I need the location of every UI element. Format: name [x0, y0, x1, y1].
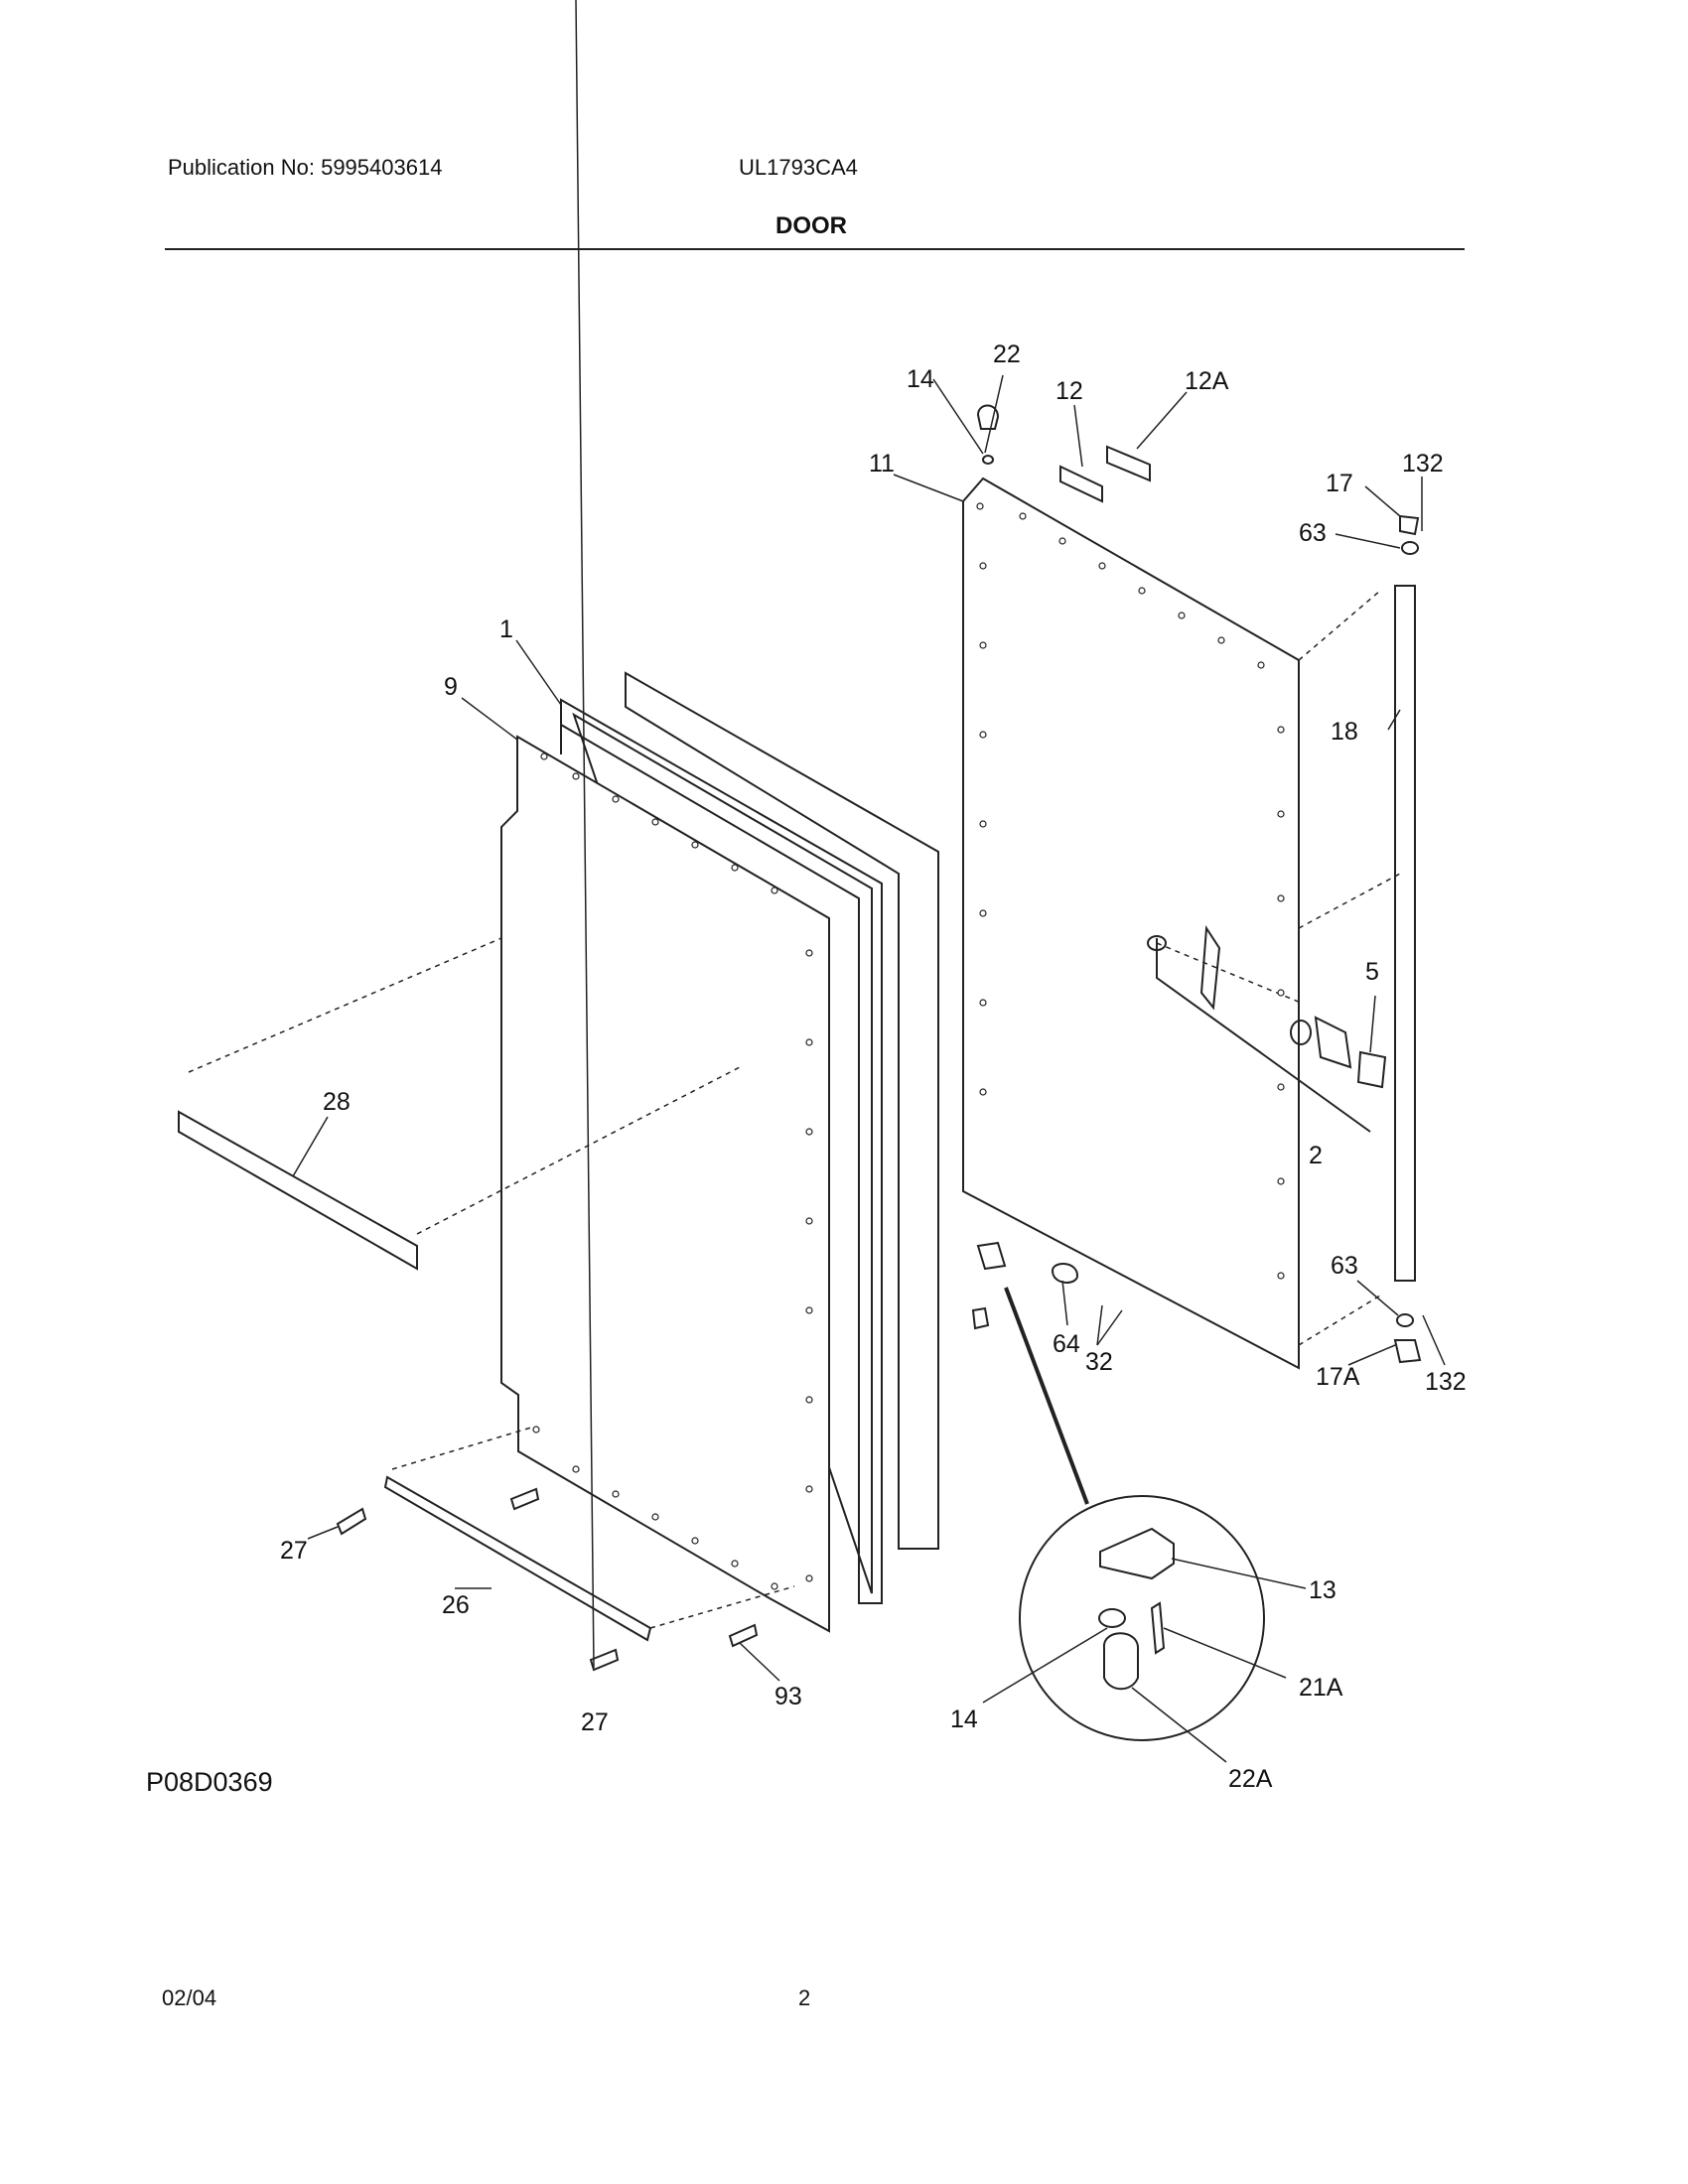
part-label: 17 [1326, 470, 1353, 497]
part-label: 63 [1299, 519, 1327, 547]
part-label: 32 [1085, 1348, 1113, 1376]
part-label: 2 [1309, 1142, 1323, 1169]
door-outer-panel [962, 477, 1300, 1370]
part-label: 9 [444, 673, 458, 701]
publication-number: Publication No: 5995403614 [168, 155, 443, 180]
part-label: 17A [1316, 1363, 1360, 1391]
part-label: 63 [1331, 1252, 1358, 1280]
part-label: 27 [280, 1537, 308, 1565]
model-number: UL1793CA4 [739, 155, 858, 180]
screws [336, 1487, 759, 1672]
part-label: 12A [1185, 367, 1229, 395]
part-label: 11 [869, 450, 895, 478]
hinge-hardware [971, 514, 1422, 1364]
page-number: 2 [798, 1985, 811, 2010]
handle-parts [1147, 924, 1387, 1133]
part-label: 64 [1053, 1330, 1080, 1358]
door-foam-block [625, 671, 939, 1550]
detail-circle [1004, 1287, 1265, 1741]
part-label: 13 [1309, 1576, 1336, 1604]
rail-26 [383, 1475, 652, 1642]
header-rule [165, 248, 1465, 250]
part-label: 21A [1299, 1674, 1343, 1702]
part-label: 28 [323, 1088, 351, 1116]
part-label: 5 [1365, 958, 1379, 986]
part-label: 22 [993, 341, 1021, 368]
rail-28 [178, 1110, 418, 1271]
part-label: 26 [442, 1591, 470, 1619]
top-cap-and-pads [976, 404, 1151, 503]
diagram-code: P08D0369 [146, 1767, 273, 1797]
part-label: 22A [1228, 1765, 1273, 1793]
part-label: 1 [499, 615, 513, 643]
hinge-bar [1394, 585, 1416, 1282]
part-label: 18 [1331, 718, 1358, 746]
publication-date: 02/04 [162, 1985, 217, 2010]
part-label: 14 [907, 365, 934, 393]
part-label: 93 [774, 1683, 802, 1710]
part-label: 27 [581, 1708, 609, 1736]
door-liner [500, 735, 830, 1633]
part-label: 14 [950, 1706, 978, 1733]
part-label: 132 [1425, 1368, 1467, 1396]
part-label: 12 [1055, 377, 1083, 405]
part-label: 132 [1402, 450, 1444, 478]
section-title: DOOR [775, 212, 847, 239]
